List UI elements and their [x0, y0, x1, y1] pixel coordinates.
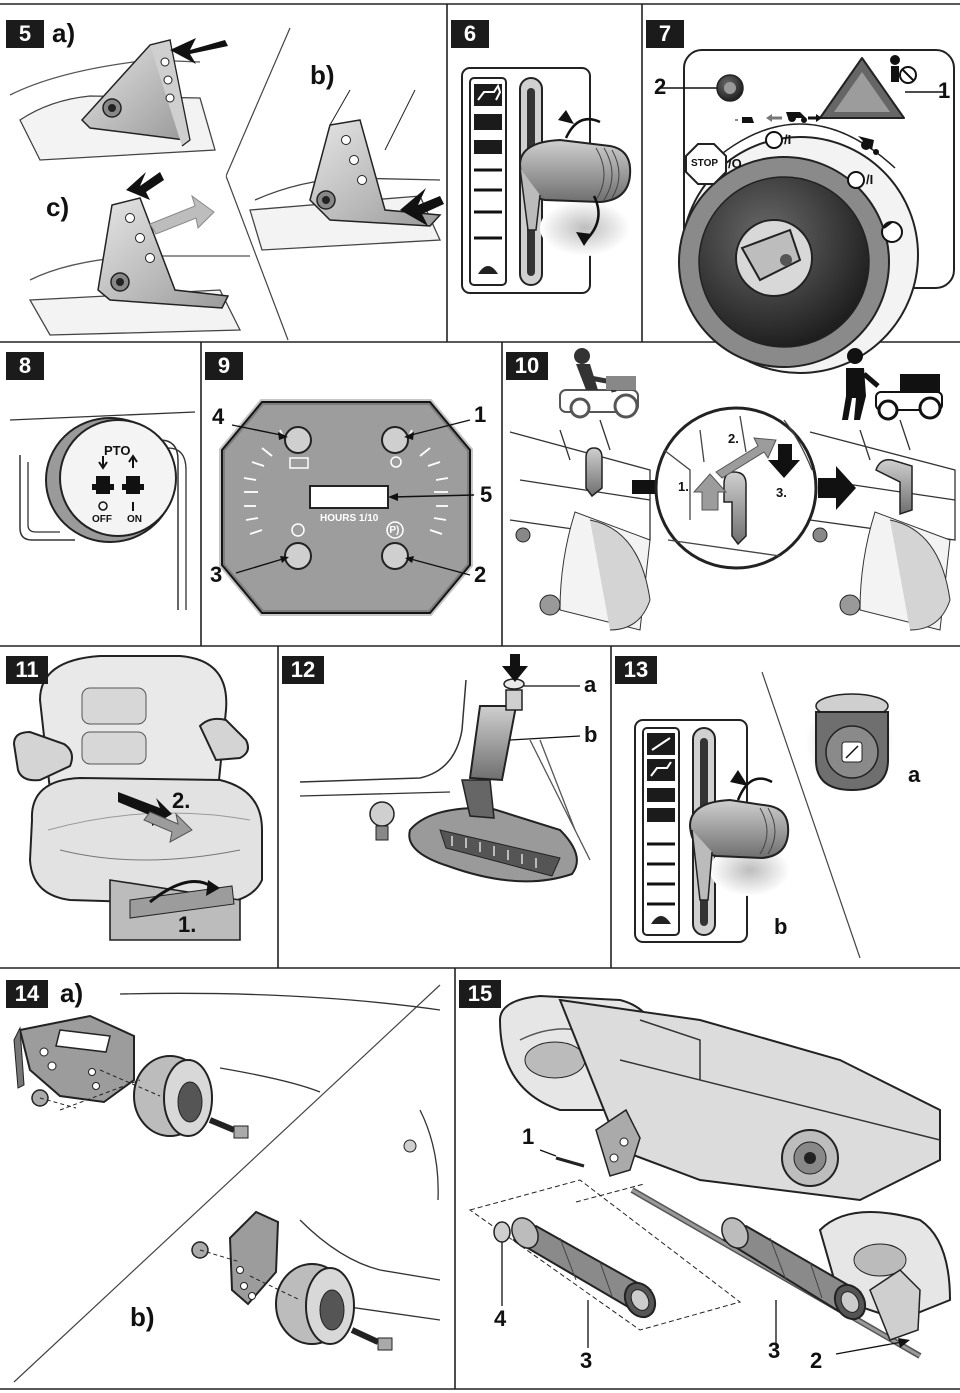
panel-14-art: [13, 992, 441, 1351]
parking-brake-symbol: (P): [386, 525, 400, 536]
panel-9-callout-2: 2: [474, 562, 487, 587]
panel-5-badge: 5: [6, 20, 44, 48]
panel-7-badge: 7: [646, 20, 684, 48]
pto-on-label: ON: [127, 514, 142, 525]
panel-5-label-a: a): [52, 18, 76, 48]
panel-7-callout-1: 1: [938, 78, 951, 103]
panel-14-badge: 14: [6, 980, 48, 1008]
panel-13-badge: 13: [615, 656, 657, 684]
panel-9-callout-1: 1: [474, 402, 487, 427]
panel-5-label-b: b): [310, 60, 335, 90]
panel-9-callout-4: 4: [212, 404, 225, 429]
panel-12-callout-b: b: [584, 722, 598, 747]
panel-10-step-1: 1.: [678, 479, 689, 494]
panel-11-badge: 11: [6, 656, 48, 684]
panel-15-callout-3b: 3: [768, 1338, 781, 1363]
panel-7-off-mark: /O: [728, 156, 742, 171]
panel-9-callout-3: 3: [210, 562, 223, 587]
panel-12-callout-a: a: [584, 672, 597, 697]
hours-counter-label: HOURS 1/10: [320, 513, 379, 524]
panel-12-art: [299, 654, 591, 883]
panel-12-badge: 12: [282, 656, 324, 684]
panel-9-art: [219, 399, 475, 616]
panel-7-art: [660, 49, 955, 374]
panel-9-badge: 9: [205, 352, 243, 380]
panel-8-art: [9, 411, 196, 610]
panel-15-callout-1: 1: [522, 1124, 535, 1149]
panel-10-badge: 10: [506, 352, 548, 380]
panel-13-art: [634, 692, 894, 943]
panel-11-art: [12, 655, 263, 941]
pto-off-label: OFF: [92, 514, 112, 525]
panel-grid-lines: [0, 3, 960, 1390]
panel-7-on-mark-1: /I: [784, 132, 792, 147]
panel-6-badge: 6: [451, 20, 489, 48]
panel-11-step-1: 1.: [178, 912, 197, 937]
panel-15-art: [468, 994, 952, 1359]
panel-10-step-2: 2.: [728, 431, 739, 446]
panel-13-callout-b: b: [774, 914, 788, 939]
panel-5-label-c: c): [46, 192, 70, 222]
panel-7-stop-sign: STOP: [691, 158, 719, 169]
panel-6-art: [461, 67, 632, 294]
panel-7-on-mark-2: /I: [866, 172, 874, 187]
panel-7-callout-2: 2: [654, 74, 667, 99]
panel-5-art: [9, 38, 444, 336]
panel-15-callout-2: 2: [810, 1348, 823, 1373]
panel-8-badge: 8: [6, 352, 44, 380]
pto-title: PTO: [104, 443, 131, 458]
panel-15-callout-4: 4: [494, 1306, 507, 1331]
panel-15-badge: 15: [459, 980, 501, 1008]
panel-13-callout-a: a: [908, 762, 921, 787]
panel-9-callout-5: 5: [480, 482, 493, 507]
panel-10-step-3: 3.: [776, 485, 787, 500]
panel-14-label-a: a): [60, 978, 84, 1008]
panel-11-step-2: 2.: [172, 788, 191, 813]
panel-15-callout-3a: 3: [580, 1348, 593, 1373]
panel-10-art: [509, 348, 956, 631]
panel-14-label-b: b): [130, 1302, 155, 1332]
